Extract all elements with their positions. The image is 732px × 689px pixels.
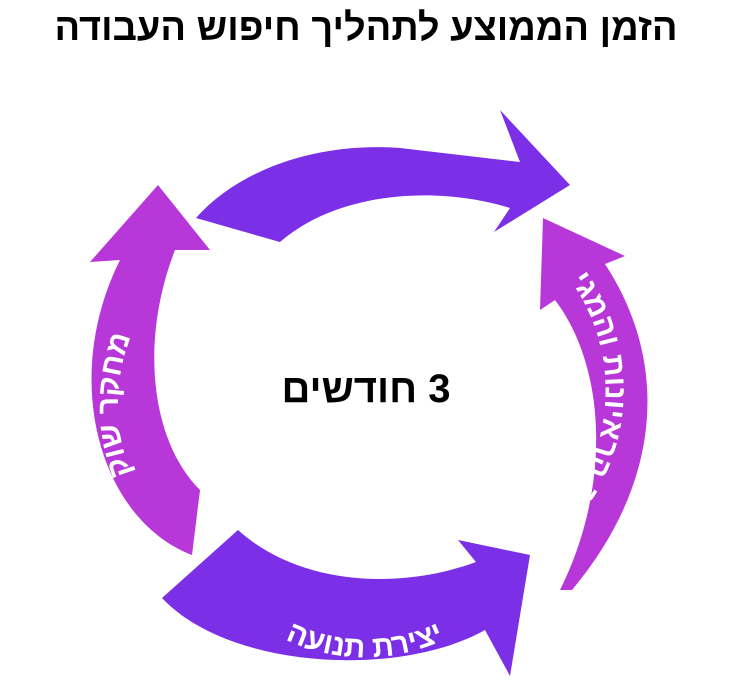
step-label-documents: סידור מסמכים <box>262 97 470 153</box>
arrow-segment-interviews <box>540 218 648 590</box>
step-label-documents-path: סידור מסמכים <box>262 97 470 153</box>
arrow-segment-traffic <box>162 530 530 676</box>
diagram-title: הזמן הממוצע לתהליך חיפוש העבודה <box>54 7 678 49</box>
center-duration: 3 חודשים <box>281 367 450 411</box>
arrow-segment-documents <box>196 110 570 242</box>
arrow-segment-market-research <box>90 185 210 555</box>
